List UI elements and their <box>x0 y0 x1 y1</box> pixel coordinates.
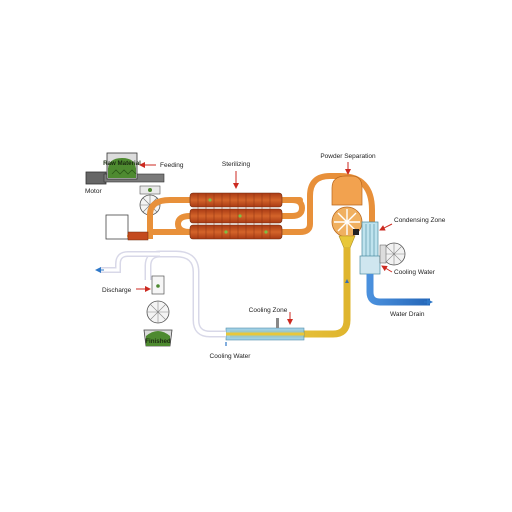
sterilizer-tube-top <box>189 192 283 208</box>
feeding-label: Feeding <box>160 162 184 169</box>
discharge-separator-icon <box>146 275 170 324</box>
condenser-icon <box>359 221 381 275</box>
finished-product-bin-icon <box>143 329 173 347</box>
raw-material-label: Raw Material <box>103 160 141 167</box>
powder-separation-label: Powder Separation <box>320 153 376 160</box>
motor-icon <box>85 171 107 185</box>
cooling-water-bottom-label: Cooling Water <box>210 353 252 360</box>
condensing-zone-label: Condensing Zone <box>394 217 446 224</box>
water-drain-pipe <box>366 274 430 306</box>
sterilizing-pipe <box>127 173 343 239</box>
blower-box-icon <box>105 214 129 240</box>
discharge-label: Discharge <box>102 287 132 294</box>
motor-label: Motor <box>85 188 102 195</box>
pump-icon <box>379 242 406 266</box>
sterilizing-label: Sterilizing <box>222 161 251 168</box>
raw-material-hopper-icon <box>106 152 138 180</box>
cooling-zone-label: Cooling Zone <box>249 307 288 314</box>
finished-label: Finished <box>145 338 171 345</box>
product-pipe-yellow <box>230 248 351 338</box>
sterilizer-tube-bottom <box>189 224 283 240</box>
sterilizer-tube-mid <box>189 208 283 224</box>
cooling-water-right-label: Cooling Water <box>394 269 436 276</box>
powder-separator-cyclone-icon <box>331 175 363 249</box>
water-drain-label: Water Drain <box>390 311 425 318</box>
